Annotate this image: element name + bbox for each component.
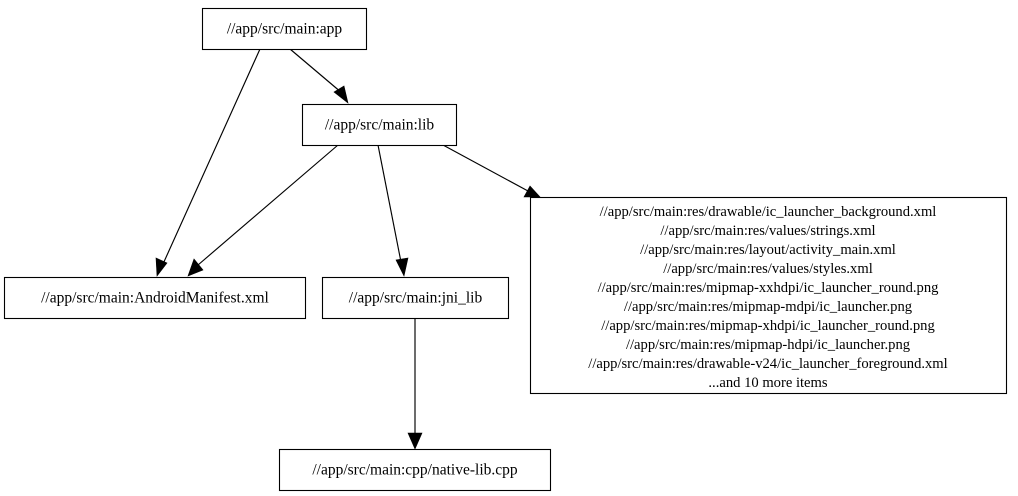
edge-lib-to-manifest-line bbox=[197, 144, 339, 266]
edge-app-to-manifest bbox=[155, 48, 261, 277]
node-manifest-label: //app/src/main:AndroidManifest.xml bbox=[41, 290, 269, 307]
edge-app-to-manifest-arrowhead bbox=[155, 257, 168, 277]
node-res-group-line-9: //app/src/main:res/drawable-v24/ic_launc… bbox=[588, 356, 947, 372]
node-native-lib[interactable]: //app/src/main:cpp/native-lib.cpp bbox=[278, 448, 552, 492]
edge-lib-to-jni_lib-line bbox=[377, 144, 402, 263]
edge-layer bbox=[155, 48, 541, 450]
edge-app-to-lib bbox=[289, 48, 349, 104]
node-res-group-line-6: //app/src/main:res/mipmap-mdpi/ic_launch… bbox=[624, 299, 913, 315]
node-res-group-line-10: ...and 10 more items bbox=[708, 375, 827, 391]
node-jni-lib-label: //app/src/main:jni_lib bbox=[349, 290, 483, 307]
node-res-group-line-4: //app/src/main:res/values/styles.xml bbox=[663, 261, 873, 277]
edge-lib-to-jni_lib-arrowhead bbox=[395, 257, 409, 277]
edge-app-to-manifest-line bbox=[162, 48, 261, 265]
edge-jni_lib-to-native_lib-arrowhead bbox=[407, 432, 423, 450]
node-lib[interactable]: //app/src/main:lib bbox=[301, 103, 458, 147]
edge-lib-to-res_group-arrowhead bbox=[523, 185, 541, 198]
edge-lib-to-res_group-line bbox=[442, 144, 529, 192]
edge-lib-to-manifest bbox=[187, 144, 339, 277]
edge-app-to-lib-arrowhead bbox=[333, 85, 349, 104]
node-jni-lib[interactable]: //app/src/main:jni_lib bbox=[321, 276, 510, 320]
node-manifest-box[interactable] bbox=[3, 276, 307, 320]
node-app-box[interactable] bbox=[201, 7, 368, 51]
node-lib-box[interactable] bbox=[301, 103, 458, 147]
node-jni-lib-box[interactable] bbox=[321, 276, 510, 320]
node-res-group-box[interactable] bbox=[529, 196, 1008, 395]
node-app-label: //app/src/main:app bbox=[227, 21, 343, 38]
edge-jni_lib-to-native_lib bbox=[407, 318, 423, 450]
node-res-group-line-5: //app/src/main:res/mipmap-xxhdpi/ic_laun… bbox=[598, 280, 940, 296]
edge-lib-to-manifest-arrowhead bbox=[187, 258, 204, 277]
node-app[interactable]: //app/src/main:app bbox=[201, 7, 368, 51]
node-res-group[interactable]: //app/src/main:res/drawable/ic_launcher_… bbox=[529, 196, 1008, 395]
edge-app-to-lib-line bbox=[289, 48, 343, 94]
node-res-group-line-7: //app/src/main:res/mipmap-xhdpi/ic_launc… bbox=[601, 318, 935, 334]
node-lib-label: //app/src/main:lib bbox=[325, 117, 435, 134]
node-res-group-line-2: //app/src/main:res/values/strings.xml bbox=[660, 223, 875, 239]
edge-lib-to-jni_lib bbox=[377, 144, 409, 277]
node-layer: //app/src/main:app //app/src/main:lib //… bbox=[3, 7, 1008, 492]
node-manifest[interactable]: //app/src/main:AndroidManifest.xml bbox=[3, 276, 307, 320]
node-res-group-line-8: //app/src/main:res/mipmap-hdpi/ic_launch… bbox=[626, 337, 911, 353]
node-res-group-line-3: //app/src/main:res/layout/activity_main.… bbox=[640, 242, 896, 258]
node-res-group-line-1: //app/src/main:res/drawable/ic_launcher_… bbox=[600, 204, 937, 220]
node-native-lib-label: //app/src/main:cpp/native-lib.cpp bbox=[312, 462, 518, 479]
edge-lib-to-res_group bbox=[442, 144, 541, 198]
node-native-lib-box[interactable] bbox=[278, 448, 552, 492]
